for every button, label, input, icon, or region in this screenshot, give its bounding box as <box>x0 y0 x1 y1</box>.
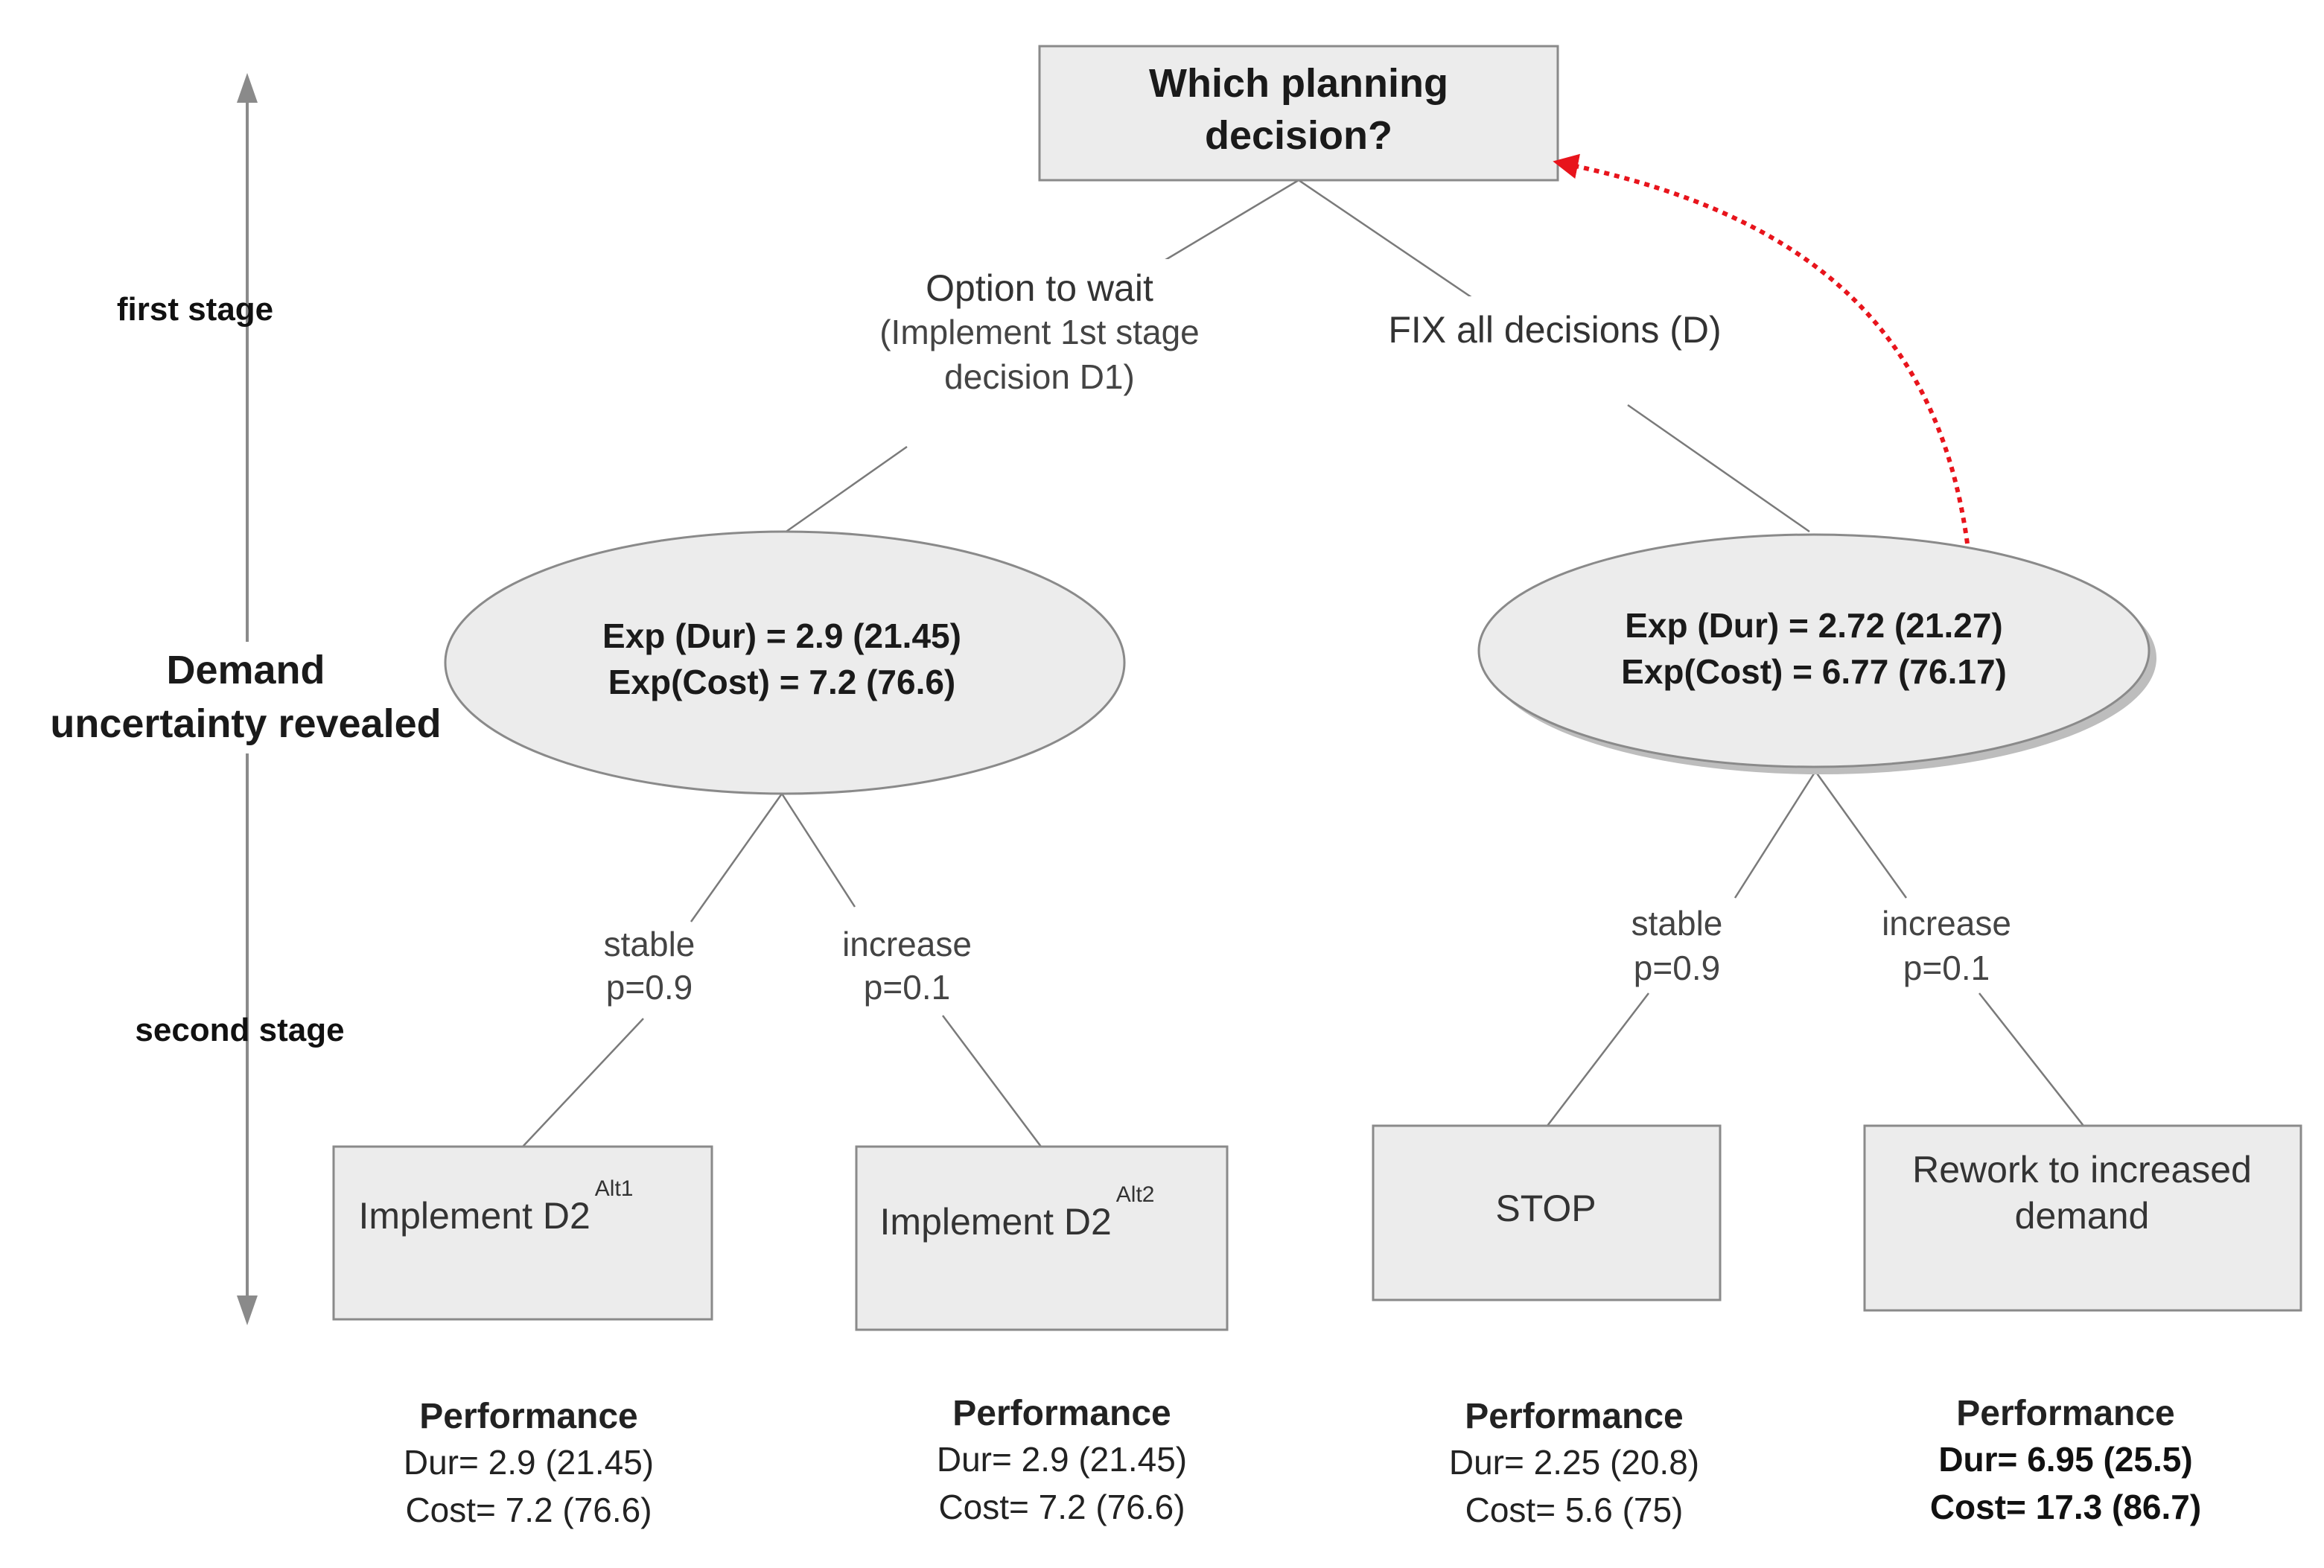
performance-title: Performance <box>419 1397 637 1436</box>
performance-block-1: Performance Dur= 2.9 (21.45) Cost= 7.2 (… <box>404 1397 654 1529</box>
performance-dur: Dur= 6.95 (25.5) <box>1938 1440 2192 1479</box>
outcome-alt1-text: Implement D2Alt1 <box>359 1176 634 1237</box>
root-decision-line2: decision? <box>1205 113 1392 158</box>
chance-left-cost: Exp(Cost) = 7.2 (76.6) <box>608 663 956 701</box>
root-decision-box <box>1038 45 1559 182</box>
option-fix-label: FIX all decisions (D) <box>1388 309 1721 351</box>
root-decision-line1: Which planning <box>1149 61 1448 106</box>
performance-block-3: Performance Dur= 2.25 (20.8) Cost= 5.6 (… <box>1449 1397 1699 1529</box>
axis-arrow-down-icon <box>237 1295 258 1325</box>
performance-title: Performance <box>1465 1397 1683 1436</box>
option-wait-line3: decision D1) <box>944 357 1135 396</box>
performance-block-2: Performance Dur= 2.9 (21.45) Cost= 7.2 (… <box>937 1394 1187 1526</box>
outcome-box-rework <box>1863 1124 2302 1312</box>
demand-label-bg <box>13 642 460 753</box>
option-wait-bg <box>856 259 1226 445</box>
performance-dur: Dur= 2.9 (21.45) <box>937 1440 1187 1479</box>
axis-arrow-up-icon <box>237 73 258 103</box>
right-increase-prob: p=0.1 <box>1903 949 1990 987</box>
performance-dur: Dur= 2.9 (21.45) <box>404 1443 654 1482</box>
right-stable-label: stable <box>1631 904 1723 943</box>
performance-dur: Dur= 2.25 (20.8) <box>1449 1443 1699 1482</box>
second-stage-label: second stage <box>135 1012 344 1048</box>
outcome-box-alt2 <box>855 1145 1229 1331</box>
performance-block-4: Performance Dur= 6.95 (25.5) Cost= 17.3 … <box>1930 1394 2201 1526</box>
tree-edges <box>522 179 2084 1147</box>
performance-cost: Cost= 7.2 (76.6) <box>938 1488 1185 1526</box>
performance-title: Performance <box>952 1394 1171 1433</box>
performance-cost: Cost= 17.3 (86.7) <box>1930 1488 2201 1526</box>
chance-left-dur: Exp (Dur) = 2.9 (21.45) <box>602 616 961 655</box>
left-stable-prob: p=0.9 <box>606 968 693 1007</box>
option-wait-line2: (Implement 1st stage <box>879 313 1200 351</box>
chance-right-dur: Exp (Dur) = 2.72 (21.27) <box>1625 606 2002 645</box>
outcome-box-alt1 <box>332 1145 713 1321</box>
right-increase-label: increase <box>1882 904 2011 943</box>
left-stable-label: stable <box>604 925 695 963</box>
demand-label-line2: uncertainty revealed <box>50 701 441 746</box>
option-wait-line1: Option to wait <box>926 267 1153 309</box>
chance-right-cost: Exp(Cost) = 6.77 (76.17) <box>1621 652 2007 691</box>
demand-label-line1: Demand <box>166 648 325 692</box>
feedback-arrow <box>1553 153 1970 544</box>
chance-node-left <box>444 530 1126 795</box>
left-increase-prob: p=0.1 <box>864 968 950 1007</box>
left-increase-label: increase <box>842 925 972 963</box>
option-fix-bg <box>1348 296 1757 401</box>
outcome-alt2-text: Implement D2Alt2 <box>880 1182 1155 1243</box>
outcome-box-stop <box>1372 1124 1722 1301</box>
performance-cost: Cost= 5.6 (75) <box>1465 1491 1684 1529</box>
outcome-rework-line1: Rework to increased <box>1912 1149 2252 1191</box>
performance-title: Performance <box>1956 1394 2174 1433</box>
outcome-stop-text: STOP <box>1495 1188 1596 1229</box>
first-stage-label: first stage <box>117 291 273 328</box>
chance-node-right <box>1477 533 2151 768</box>
performance-cost: Cost= 7.2 (76.6) <box>405 1491 652 1529</box>
outcome-rework-line2: demand <box>2015 1195 2150 1237</box>
right-stable-prob: p=0.9 <box>1634 949 1720 987</box>
